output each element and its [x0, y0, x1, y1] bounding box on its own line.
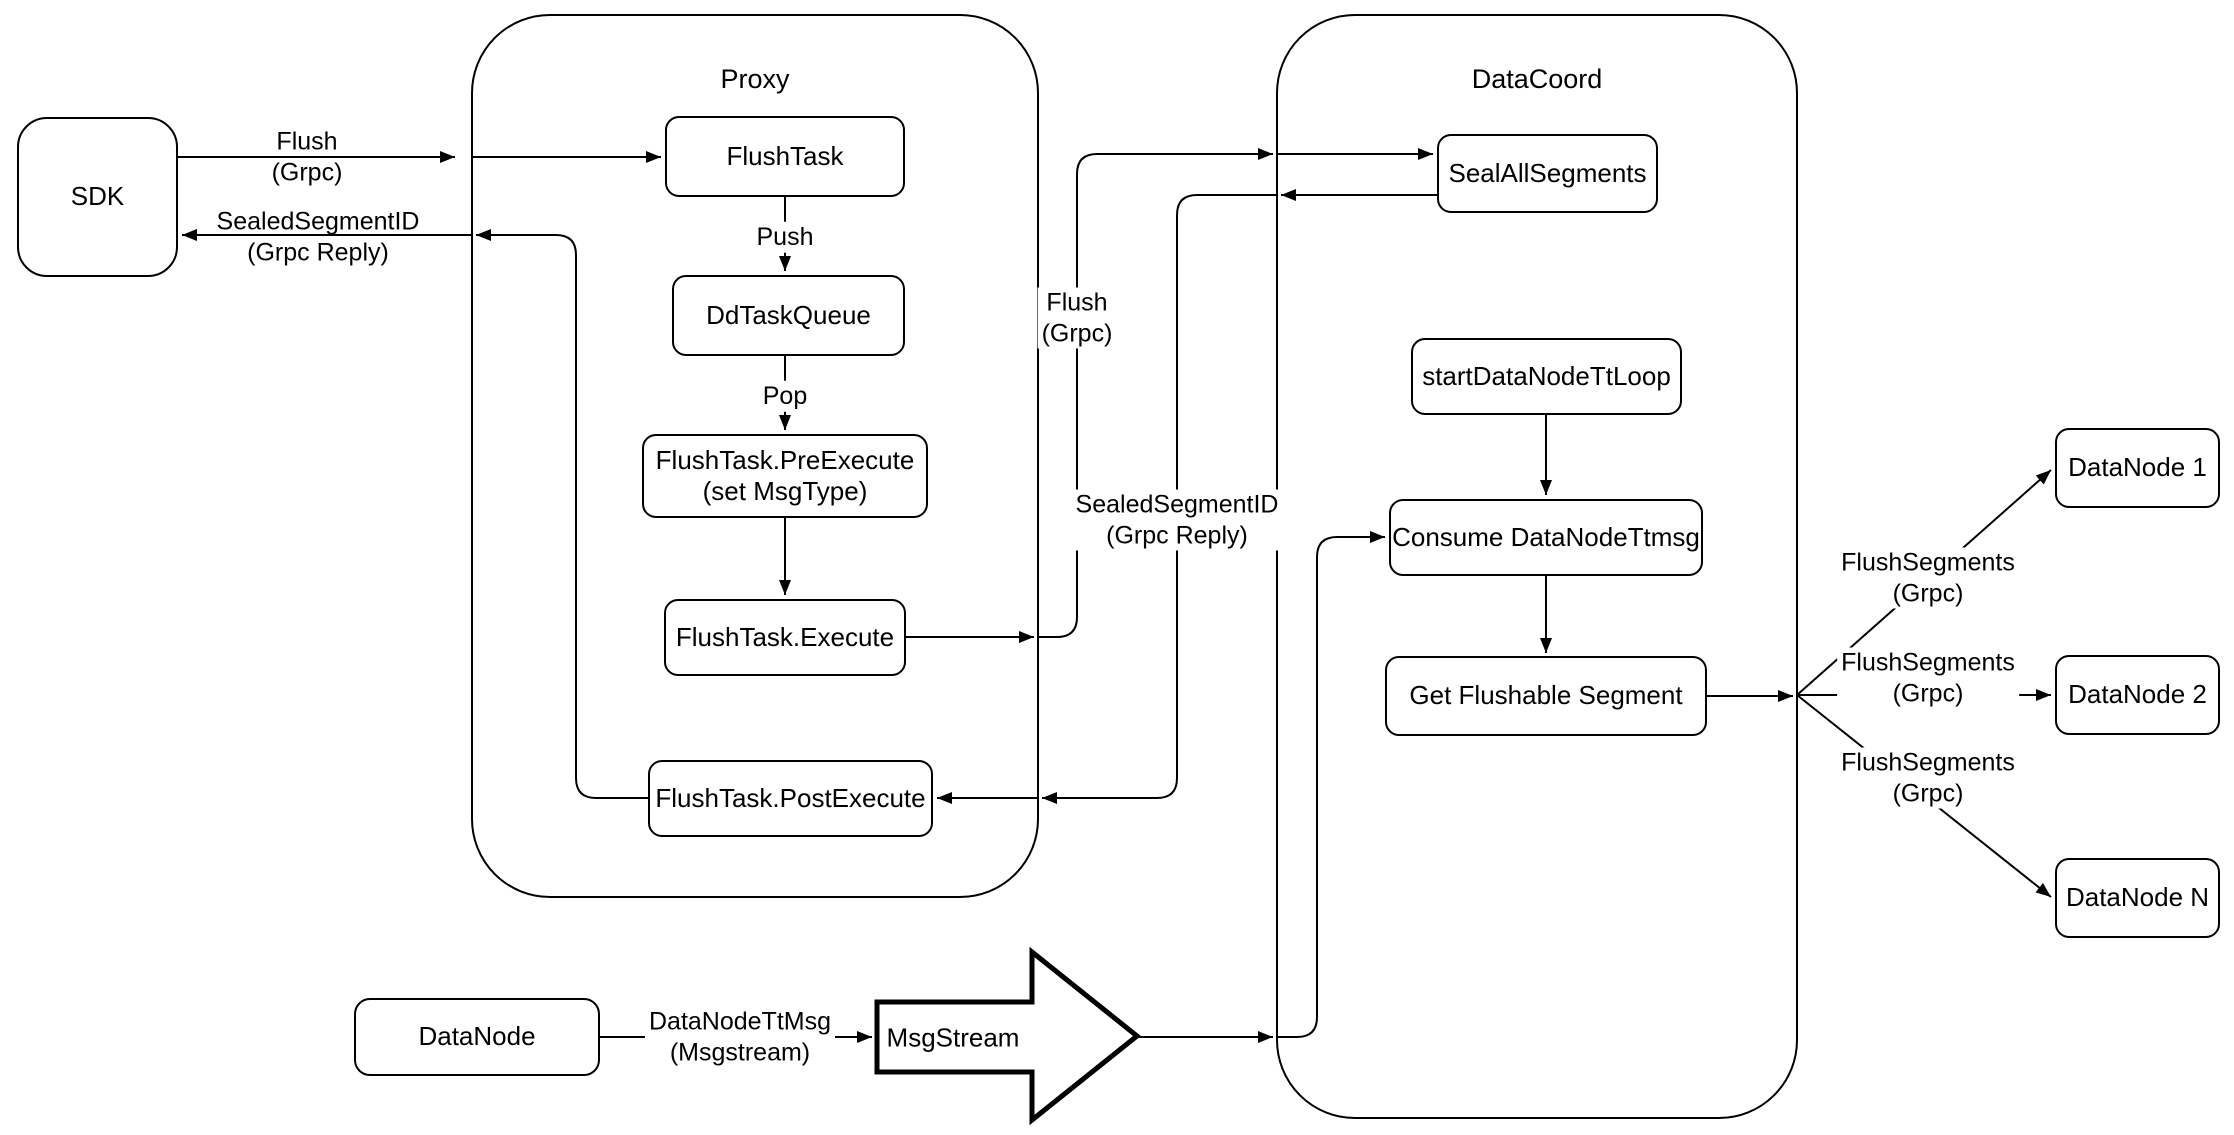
edge-label-sdk-flush: Flush (Grpc) — [272, 127, 343, 188]
edge-label-datanodettmsg-line1: DataNodeTtMsg — [648, 1007, 832, 1036]
node-flushtask-preexecute: FlushTask.PreExecute (set MsgType) — [642, 434, 928, 518]
node-flushtask: FlushTask — [665, 116, 905, 197]
edge-label-sdk-reply-line1: SealedSegmentID — [216, 207, 420, 236]
edge-label-flushsegments-1-line1: FlushSegments — [1841, 548, 2015, 577]
edge-label-flushsegments-1-line2: (Grpc) — [1892, 579, 1964, 607]
proxy-container-label: Proxy — [720, 64, 790, 94]
node-startdatanodettloop: startDataNodeTtLoop — [1411, 338, 1682, 415]
edge-label-flushsegments-2-line1: FlushSegments — [1841, 648, 2015, 677]
arrow-flush-to-datacoord-edge — [1038, 148, 1273, 638]
node-sdk-label: SDK — [70, 181, 125, 212]
arrow-datacoord-edge-to-consume — [1277, 531, 1385, 1038]
node-flushtask-preexecute-label: FlushTask.PreExecute — [655, 444, 915, 475]
edge-label-flushsegments-n: FlushSegments (Grpc) — [1837, 747, 2019, 809]
arrow-postexecute-to-proxy-edge — [476, 229, 648, 799]
edge-label-datanodettmsg: DataNodeTtMsg (Msgstream) — [644, 1006, 836, 1068]
edge-label-proxy-flush: Flush (Grpc) — [1037, 287, 1117, 349]
edge-label-datanodettmsg-line2: (Msgstream) — [669, 1038, 811, 1066]
edge-label-proxy-reply: SealedSegmentID (Grpc Reply) — [1071, 489, 1283, 551]
edge-label-sdk-flush-line2: (Grpc) — [271, 158, 343, 186]
node-datanode-2-label: DataNode 2 — [2068, 679, 2207, 710]
edge-label-sdk-reply: SealedSegmentID (Grpc Reply) — [217, 207, 420, 268]
node-flushtask-preexecute-sublabel: (set MsgType) — [702, 476, 868, 506]
node-flushtask-postexecute: FlushTask.PostExecute — [648, 760, 933, 837]
node-datanode-n-label: DataNode N — [2065, 882, 2210, 913]
edge-label-flushsegments-2-line2: (Grpc) — [1892, 679, 1964, 707]
node-consume-datanodettmsg-label: Consume DataNodeTtmsg — [1392, 521, 1700, 552]
node-datanode-bottom-label: DataNode — [418, 1021, 536, 1052]
msgstream-block-arrow — [874, 946, 1142, 1126]
node-datanode-1-label: DataNode 1 — [2068, 452, 2207, 483]
node-datanode-n: DataNode N — [2055, 858, 2220, 938]
node-startdatanodettloop-label: startDataNodeTtLoop — [1422, 360, 1671, 391]
edge-label-flushsegments-2: FlushSegments (Grpc) — [1837, 647, 2019, 709]
node-sdk: SDK — [17, 117, 178, 277]
edge-label-flushsegments-n-line2: (Grpc) — [1892, 779, 1964, 807]
edge-label-sdk-reply-line2: (Grpc Reply) — [247, 238, 389, 266]
node-ddtaskqueue-label: DdTaskQueue — [706, 299, 871, 330]
msgstream-label: MsgStream — [886, 1022, 1020, 1053]
node-flushtask-execute-label: FlushTask.Execute — [675, 621, 895, 652]
edge-label-pop: Pop — [758, 380, 812, 412]
edge-label-sdk-flush-line1: Flush — [276, 127, 338, 156]
proxy-container — [471, 14, 1039, 898]
edge-label-flushsegments-1: FlushSegments (Grpc) — [1837, 547, 2019, 609]
edge-label-push: Push — [752, 221, 818, 253]
edge-label-flushsegments-n-line1: FlushSegments — [1841, 748, 2015, 777]
datacoord-container — [1276, 14, 1798, 1119]
edge-label-proxy-flush-line1: Flush — [1046, 288, 1108, 317]
node-sealallsegments-label: SealAllSegments — [1448, 157, 1647, 188]
node-ddtaskqueue: DdTaskQueue — [672, 275, 905, 356]
datacoord-container-label: DataCoord — [1471, 64, 1603, 94]
node-datanode-bottom: DataNode — [354, 998, 600, 1076]
node-flushtask-postexecute-label: FlushTask.PostExecute — [655, 782, 926, 813]
edge-label-proxy-reply-line1: SealedSegmentID — [1075, 490, 1279, 519]
node-datanode-2: DataNode 2 — [2055, 655, 2220, 735]
edge-label-proxy-flush-line2: (Grpc) — [1041, 319, 1113, 347]
node-datanode-1: DataNode 1 — [2055, 428, 2220, 508]
node-get-flushable-segment: Get Flushable Segment — [1385, 656, 1707, 736]
edge-label-proxy-reply-line2: (Grpc Reply) — [1106, 521, 1248, 549]
node-sealallsegments: SealAllSegments — [1437, 134, 1658, 213]
node-flushtask-execute: FlushTask.Execute — [664, 599, 906, 676]
node-consume-datanodettmsg: Consume DataNodeTtmsg — [1389, 499, 1703, 576]
node-get-flushable-segment-label: Get Flushable Segment — [1409, 680, 1683, 711]
node-flushtask-label: FlushTask — [726, 140, 844, 171]
